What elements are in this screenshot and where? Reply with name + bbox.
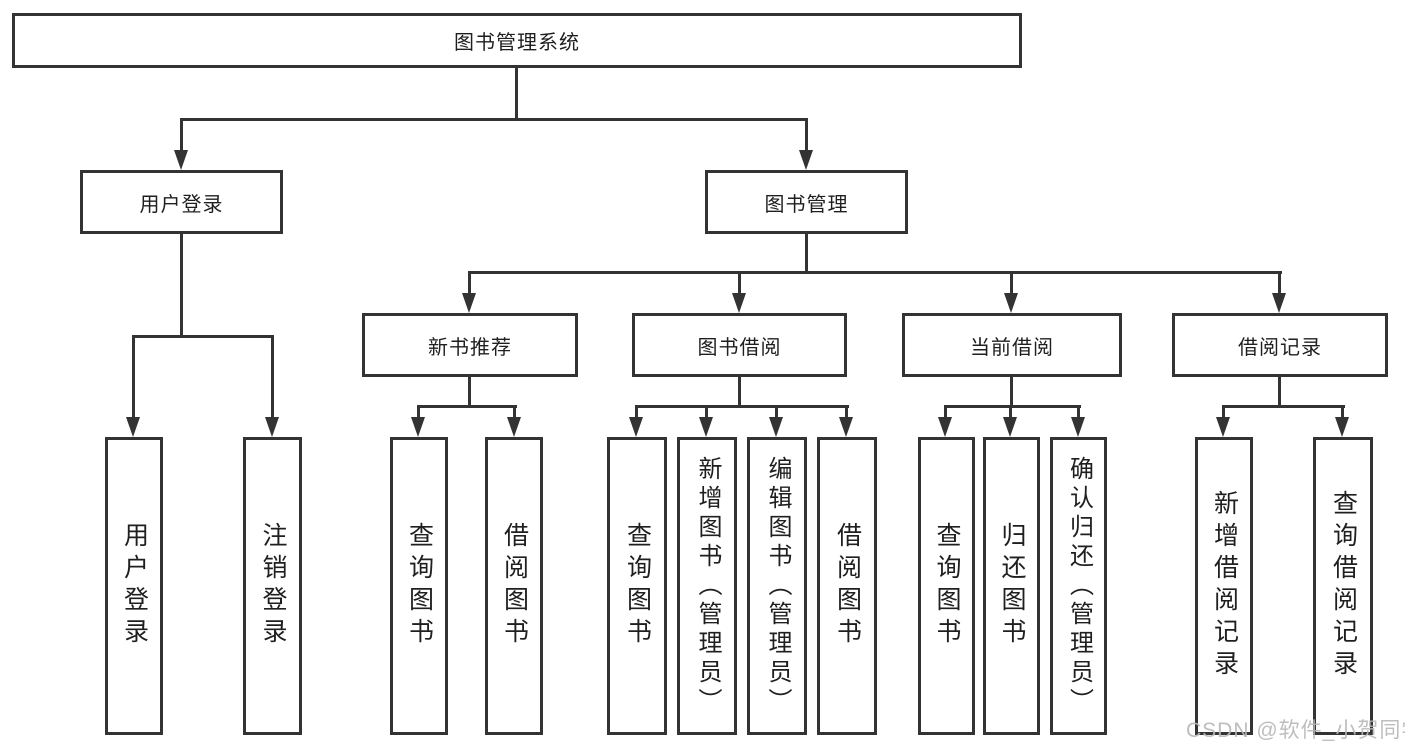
watermark: CSDN @软件_小贺同学 bbox=[1186, 719, 1405, 742]
leaf-user-login: 用户登录 bbox=[105, 437, 163, 735]
leaf-return-book: 归还图书 bbox=[983, 437, 1040, 735]
arrow-down-icon bbox=[1216, 417, 1230, 437]
node-borrow-records-label: 借阅记录 bbox=[1238, 336, 1322, 359]
arrow-down-icon bbox=[1004, 293, 1018, 313]
leaf-confirm-return-admin-label: 确认归还（管理员） bbox=[1065, 455, 1093, 717]
connector-line bbox=[738, 375, 741, 408]
node-root-library-system: 图书管理系统 bbox=[12, 13, 1022, 68]
connector-line bbox=[635, 405, 849, 408]
node-book-borrowing: 图书借阅 bbox=[632, 313, 847, 377]
connector-line bbox=[180, 118, 183, 152]
connector-line bbox=[944, 405, 1081, 408]
arrow-down-icon bbox=[938, 417, 952, 437]
arrow-down-icon bbox=[1335, 417, 1349, 437]
leaf-query-books-recommend-label: 查询图书 bbox=[405, 522, 434, 650]
node-current-borrowing-label: 当前借阅 bbox=[970, 336, 1054, 359]
node-user-login-label: 用户登录 bbox=[139, 193, 224, 216]
leaf-borrow-books-recommend-label: 借阅图书 bbox=[500, 522, 529, 650]
connector-line bbox=[271, 335, 274, 419]
leaf-query-books-borrowing: 查询图书 bbox=[607, 437, 667, 735]
connector-line bbox=[1010, 375, 1013, 408]
connector-line bbox=[1222, 405, 1225, 419]
arrow-down-icon bbox=[1071, 417, 1085, 437]
connector-line bbox=[738, 271, 741, 297]
leaf-add-book-admin-label: 新增图书（管理员） bbox=[694, 455, 721, 717]
connector-line bbox=[845, 405, 848, 419]
connector-line bbox=[1278, 375, 1281, 408]
connector-line bbox=[805, 232, 808, 274]
connector-line bbox=[417, 405, 517, 408]
connector-line bbox=[1222, 405, 1345, 408]
connector-line bbox=[1009, 405, 1012, 419]
connector-line bbox=[775, 405, 778, 419]
connector-line bbox=[944, 405, 947, 419]
connector-line bbox=[468, 271, 471, 297]
connector-line bbox=[180, 118, 808, 121]
arrow-down-icon bbox=[629, 417, 643, 437]
connector-line bbox=[468, 271, 1282, 274]
connector-line bbox=[1278, 271, 1281, 297]
arrow-down-icon bbox=[126, 417, 140, 437]
arrow-down-icon bbox=[769, 417, 783, 437]
connector-line bbox=[805, 118, 808, 152]
connector-line bbox=[1077, 405, 1080, 419]
node-new-book-recommend-label: 新书推荐 bbox=[428, 336, 512, 359]
leaf-borrow-books-borrowing: 借阅图书 bbox=[817, 437, 877, 735]
leaf-add-book-admin: 新增图书（管理员） bbox=[677, 437, 737, 735]
node-book-borrowing-label: 图书借阅 bbox=[697, 336, 782, 359]
connector-line bbox=[468, 375, 471, 408]
leaf-return-book-label: 归还图书 bbox=[998, 522, 1026, 650]
node-user-login: 用户登录 bbox=[80, 170, 283, 234]
connector-line bbox=[513, 405, 516, 419]
arrow-down-icon bbox=[732, 293, 746, 313]
arrow-down-icon bbox=[174, 150, 188, 170]
leaf-query-books-borrowing-label: 查询图书 bbox=[623, 522, 652, 650]
connector-line bbox=[1010, 271, 1013, 297]
connector-line bbox=[180, 232, 183, 338]
arrow-down-icon bbox=[1272, 293, 1286, 313]
leaf-logout-label: 注销登录 bbox=[259, 522, 287, 650]
leaf-borrow-books-borrowing-label: 借阅图书 bbox=[833, 522, 862, 650]
leaf-edit-book-admin: 编辑图书（管理员） bbox=[747, 437, 807, 735]
arrow-down-icon bbox=[265, 417, 279, 437]
leaf-query-borrow-record-label: 查询借阅记录 bbox=[1329, 490, 1358, 682]
connector-line bbox=[635, 405, 638, 419]
leaf-add-borrow-record-label: 新增借阅记录 bbox=[1210, 490, 1239, 682]
connector-line bbox=[132, 335, 135, 419]
leaf-query-borrow-record: 查询借阅记录 bbox=[1313, 437, 1373, 735]
connector-line bbox=[1341, 405, 1344, 419]
arrow-down-icon bbox=[699, 417, 713, 437]
arrow-down-icon bbox=[462, 293, 476, 313]
leaf-query-books-current-label: 查询图书 bbox=[933, 522, 961, 650]
arrow-down-icon bbox=[507, 417, 521, 437]
node-borrow-records: 借阅记录 bbox=[1172, 313, 1388, 377]
leaf-add-borrow-record: 新增借阅记录 bbox=[1195, 437, 1253, 735]
leaf-edit-book-admin-label: 编辑图书（管理员） bbox=[764, 455, 791, 717]
arrow-down-icon bbox=[411, 417, 425, 437]
connector-line bbox=[132, 335, 274, 338]
arrow-down-icon bbox=[799, 150, 813, 170]
leaf-borrow-books-recommend: 借阅图书 bbox=[485, 437, 543, 735]
node-current-borrowing: 当前借阅 bbox=[902, 313, 1122, 377]
node-book-management: 图书管理 bbox=[705, 170, 908, 234]
leaf-query-books-current: 查询图书 bbox=[918, 437, 975, 735]
leaf-query-books-recommend: 查询图书 bbox=[390, 437, 448, 735]
connector-line bbox=[705, 405, 708, 419]
leaf-logout: 注销登录 bbox=[243, 437, 302, 735]
node-new-book-recommend: 新书推荐 bbox=[362, 313, 578, 377]
connector-line bbox=[417, 405, 420, 419]
arrow-down-icon bbox=[839, 417, 853, 437]
node-book-management-label: 图书管理 bbox=[764, 193, 849, 216]
leaf-user-login-label: 用户登录 bbox=[120, 522, 149, 650]
connector-line bbox=[515, 66, 518, 121]
node-root-label: 图书管理系统 bbox=[454, 32, 580, 54]
leaf-confirm-return-admin: 确认归还（管理员） bbox=[1050, 437, 1107, 735]
arrow-down-icon bbox=[1003, 417, 1017, 437]
